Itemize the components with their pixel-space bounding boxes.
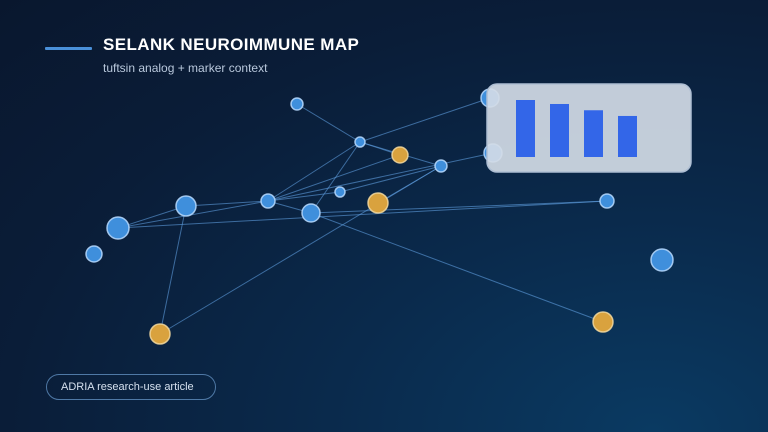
source-badge: ADRIA research-use article [46,374,216,400]
network-node [260,193,276,209]
marker-node-gold [367,192,389,214]
marker-node-gold [391,146,409,164]
network-edge [185,200,269,207]
network-edge [296,103,361,143]
network-nodes [85,88,674,345]
network-edge [159,205,187,335]
network-edge [117,205,187,229]
network-node [334,186,346,198]
network-edge [310,200,608,214]
network-edge [267,152,494,202]
network-edge [267,154,401,202]
network-edge [267,191,341,202]
inset-bars [516,100,637,157]
page-title: SELANK NEUROIMMUNE MAP [103,35,360,54]
title-accent-line [45,47,92,50]
network-edge [310,212,604,323]
network-edge [159,165,442,335]
marker-node-gold [592,311,614,333]
network-node [301,203,321,223]
network-edge [117,200,269,229]
inset-bar [550,103,569,157]
network-node [106,216,130,240]
network-edge [267,141,361,202]
page-subtitle: tuftsin analog + marker context [103,61,268,75]
network-node [290,97,304,111]
network-edge [117,200,608,229]
network-node [650,248,674,272]
network-node [85,245,103,263]
inset-bar [516,100,535,157]
network-edge [339,165,442,193]
network-edge [359,97,491,143]
network-node [434,159,448,173]
network-node [599,193,615,209]
inset-bar [618,115,637,157]
marker-node-gold [149,323,171,345]
bar-chart-icon [486,83,692,173]
network-node [354,136,366,148]
inset-bar [584,110,603,157]
network-node [175,195,197,217]
